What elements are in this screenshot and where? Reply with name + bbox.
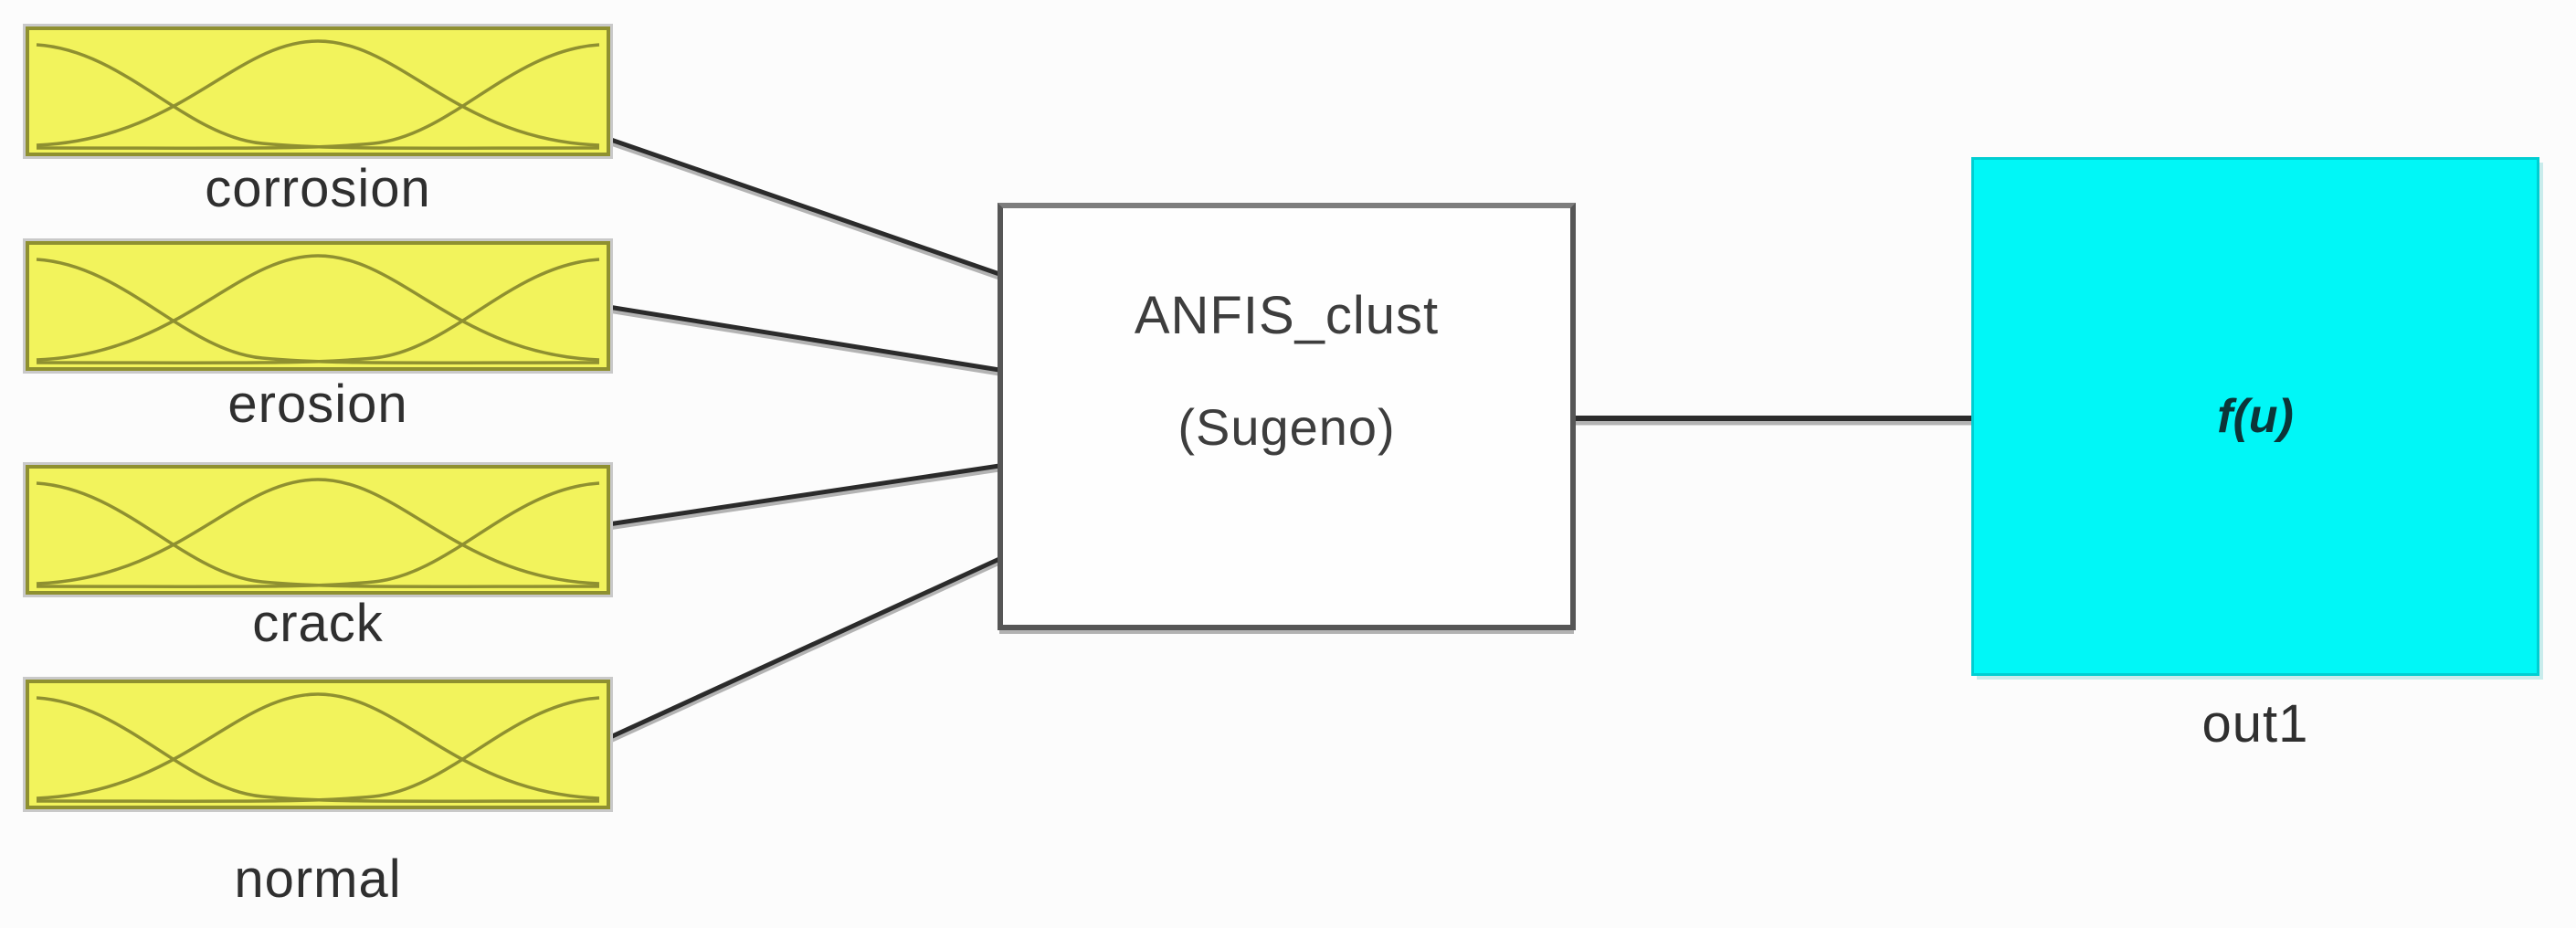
- input-block-corrosion[interactable]: [23, 24, 613, 159]
- input-label-corrosion: corrosion: [205, 159, 431, 218]
- membership-functions-icon: [36, 254, 600, 365]
- wire-system-to-output: [1571, 416, 1976, 426]
- output-block[interactable]: f(u): [1971, 157, 2539, 676]
- input-label-normal: normal: [234, 849, 402, 909]
- membership-functions-icon: [36, 692, 600, 804]
- wire-normal-to-system: [606, 556, 1002, 744]
- wire-crack-to-system: [606, 463, 1002, 531]
- output-function: f(u): [2217, 390, 2294, 443]
- output-label: out1: [2201, 694, 2309, 754]
- input-label-erosion: erosion: [227, 374, 408, 434]
- system-type: (Sugeno): [1177, 398, 1396, 456]
- wire-corrosion-to-system: [606, 136, 1002, 280]
- membership-functions-icon: [36, 39, 600, 151]
- membership-functions-icon: [36, 478, 600, 589]
- wire-erosion-to-system: [606, 304, 1002, 376]
- input-block-normal[interactable]: [23, 677, 613, 812]
- system-block[interactable]: ANFIS_clust (Sugeno): [998, 203, 1576, 630]
- input-label-crack: crack: [252, 594, 384, 653]
- system-name: ANFIS_clust: [1134, 286, 1440, 345]
- input-block-crack[interactable]: [23, 462, 613, 597]
- input-block-erosion[interactable]: [23, 238, 613, 374]
